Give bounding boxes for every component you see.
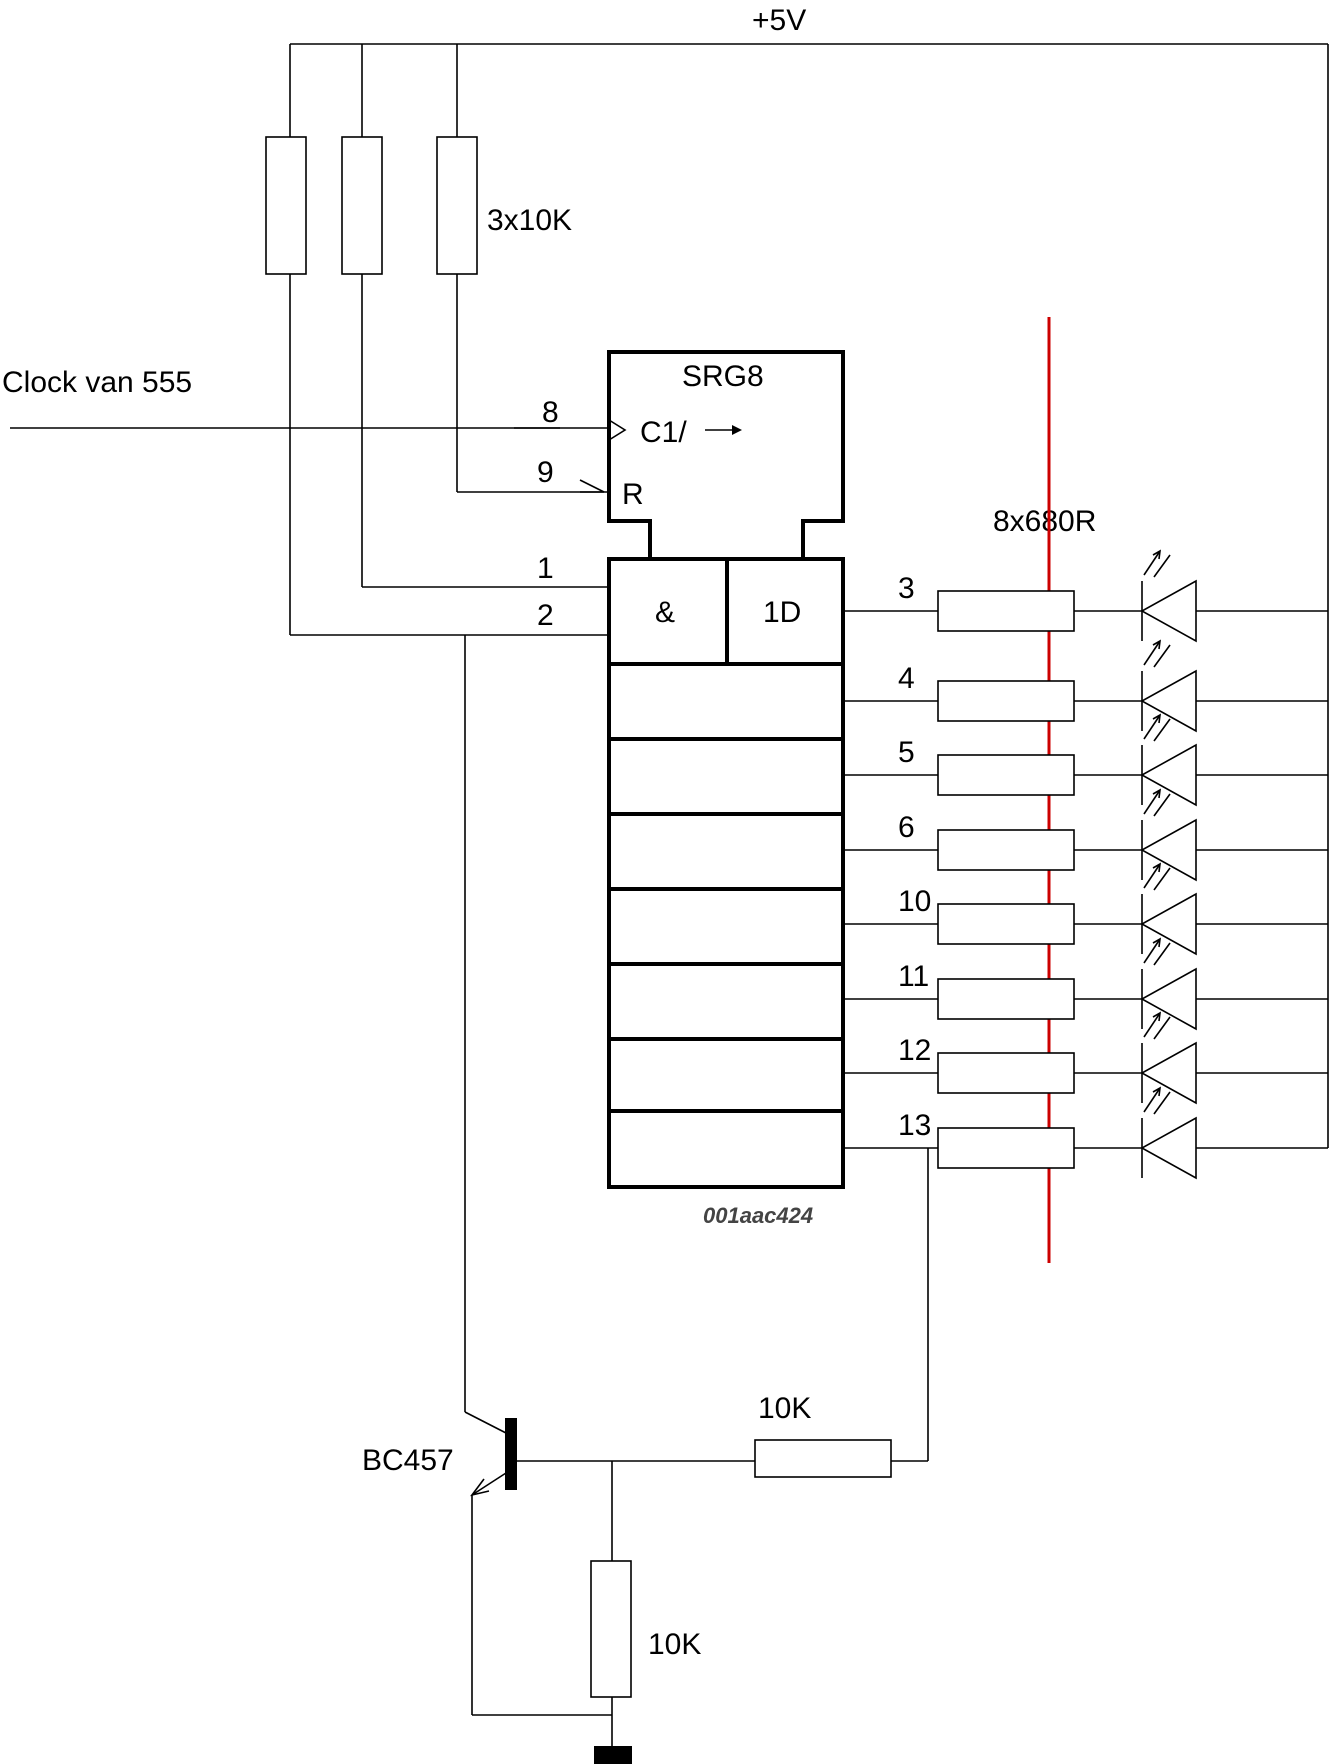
reset-pin-label: R — [622, 478, 644, 511]
pullup-resistors: 3x10K — [265, 44, 572, 635]
light-ray-icon — [1153, 554, 1171, 578]
light-ray-icon — [1153, 942, 1171, 966]
led-resistor — [937, 978, 1075, 1020]
output-pin-number: 10 — [898, 885, 931, 918]
light-ray-head-icon — [1152, 1011, 1161, 1022]
pullup-resistor-1 — [265, 136, 307, 275]
light-ray-icon — [1143, 1012, 1161, 1038]
light-ray-icon — [1153, 718, 1171, 742]
output-pin-number: 3 — [898, 572, 915, 605]
light-ray-icon — [1153, 644, 1171, 668]
led-resistor — [937, 754, 1075, 796]
output-pin-number: 6 — [898, 811, 915, 844]
light-ray-icon — [1153, 793, 1171, 817]
output-pin-number: 12 — [898, 1034, 931, 1067]
light-ray-icon — [1153, 867, 1171, 891]
led-icon — [1140, 967, 1197, 1031]
chip-name: SRG8 — [682, 360, 764, 393]
output-pin-number: 4 — [898, 662, 915, 695]
light-ray-icon — [1143, 863, 1161, 889]
led-resistors-label: 8x680R — [993, 505, 1096, 538]
light-ray-head-icon — [1152, 713, 1161, 724]
supply-rail: +5V — [290, 4, 1329, 1148]
pin-clock-number: 8 — [542, 396, 559, 429]
pullup-resistor-3 — [436, 136, 478, 275]
light-ray-head-icon — [1152, 639, 1161, 650]
clock-edge-symbol — [608, 419, 627, 441]
bias-resistor-label: 10K — [648, 1628, 701, 1661]
shift-arrowhead-icon — [732, 425, 742, 435]
light-ray-head-icon — [1152, 549, 1161, 560]
clock-input: Clock van 555 — [2, 366, 608, 429]
led-icon — [1140, 1116, 1197, 1180]
led-icon — [1140, 669, 1197, 733]
light-ray-icon — [1153, 1091, 1171, 1115]
led-resistor — [937, 1127, 1075, 1169]
emitter-arrow-icon — [470, 1478, 490, 1497]
output-channel: 3 — [843, 549, 1328, 643]
transistor-base-bar — [505, 1418, 517, 1490]
led-icon — [1140, 579, 1197, 643]
pullups-label: 3x10K — [487, 204, 572, 237]
srg8-register: & 1D 1 2 001aac424 — [537, 552, 845, 1228]
part-code: 001aac424 — [703, 1203, 813, 1228]
output-channel: 5 — [843, 713, 1328, 807]
transistor-label: BC457 — [362, 1444, 454, 1477]
light-ray-icon — [1143, 550, 1161, 576]
ground-icon — [594, 1746, 632, 1764]
light-ray-icon — [1143, 714, 1161, 740]
light-ray-head-icon — [1152, 862, 1161, 873]
output-channel: 11 — [843, 937, 1328, 1031]
base-resistor-label: 10K — [758, 1392, 811, 1425]
light-ray-head-icon — [1152, 1086, 1161, 1097]
output-pin-number: 13 — [898, 1109, 931, 1142]
led-resistor — [937, 903, 1075, 945]
pin-reset-number: 9 — [537, 456, 554, 489]
pin-input-b-number: 2 — [537, 599, 554, 632]
transistor-stage: BC457 10K 10K — [362, 635, 929, 1764]
output-channel: 10 — [843, 862, 1328, 956]
output-channel: 13 — [843, 1086, 1328, 1180]
and-cell-label: & — [655, 596, 675, 629]
led-resistor — [937, 1052, 1075, 1094]
led-resistor — [937, 829, 1075, 871]
clock-pin-label: C1/ — [640, 416, 687, 449]
supply-label: +5V — [752, 4, 806, 37]
reset-symbol — [579, 479, 605, 493]
led-resistor — [937, 680, 1075, 722]
clock-input-label: Clock van 555 — [2, 366, 192, 399]
output-channel: 4 — [843, 639, 1328, 733]
pin-input-a-number: 1 — [537, 552, 554, 585]
light-ray-icon — [1143, 938, 1161, 964]
light-ray-head-icon — [1152, 788, 1161, 799]
output-channel: 12 — [843, 1011, 1328, 1105]
pullup-resistor-2 — [341, 136, 383, 275]
output-channels: 3 4 5 6 10 11 12 13 — [843, 549, 1328, 1180]
bias-resistor — [590, 1560, 632, 1698]
output-pin-number: 11 — [898, 960, 929, 993]
output-pin-number: 5 — [898, 736, 915, 769]
light-ray-icon — [1143, 1087, 1161, 1113]
led-resistor — [937, 590, 1075, 632]
light-ray-head-icon — [1152, 937, 1161, 948]
srg8-control-block: SRG8 C1/ R 8 9 — [537, 350, 845, 561]
output-channel: 6 — [843, 788, 1328, 882]
light-ray-icon — [1143, 640, 1161, 666]
led-icon — [1140, 818, 1197, 882]
base-resistor — [754, 1439, 892, 1478]
light-ray-icon — [1153, 1016, 1171, 1040]
data-cell-label: 1D — [763, 596, 801, 629]
light-ray-icon — [1143, 789, 1161, 815]
